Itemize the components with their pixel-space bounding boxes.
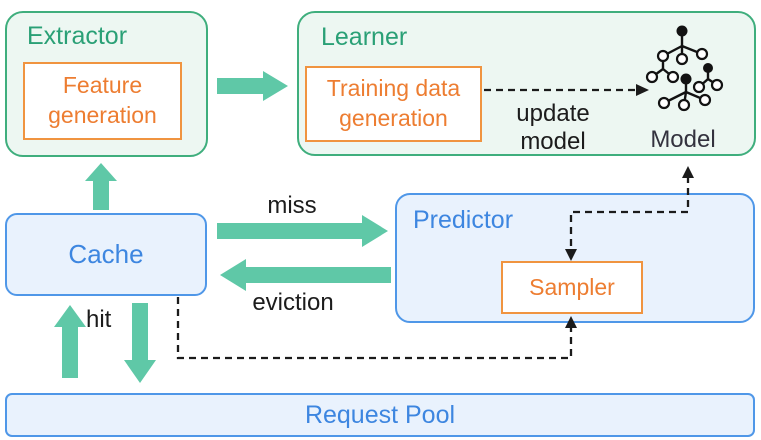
eviction-label: eviction	[252, 289, 334, 316]
arrow-eviction-predictor-to-cache	[220, 259, 391, 291]
sampler-box: Sampler	[501, 261, 643, 314]
cache-title: Cache	[68, 239, 144, 269]
feature-generation-box: Feature generation	[23, 62, 182, 140]
request-pool-title: Request Pool	[304, 400, 456, 429]
arrow-extractor-to-learner	[217, 71, 288, 101]
model-label: Model	[650, 126, 716, 153]
learner-title: Learner	[321, 23, 408, 51]
arrow-cache-to-extractor	[85, 163, 117, 210]
miss-label: miss	[267, 192, 317, 219]
extractor-title: Extractor	[27, 22, 128, 50]
arrow-hit-requestpool-to-cache	[54, 305, 86, 378]
cache-box: Cache	[5, 213, 207, 296]
predictor-title: Predictor	[413, 206, 514, 234]
arrowhead-to-model-up	[682, 166, 694, 178]
update-model-label: update model	[516, 100, 590, 156]
training-data-generation-box: Training data generation	[305, 66, 482, 142]
hit-label: hit	[86, 306, 112, 333]
request-pool-box: Request Pool	[5, 393, 755, 437]
